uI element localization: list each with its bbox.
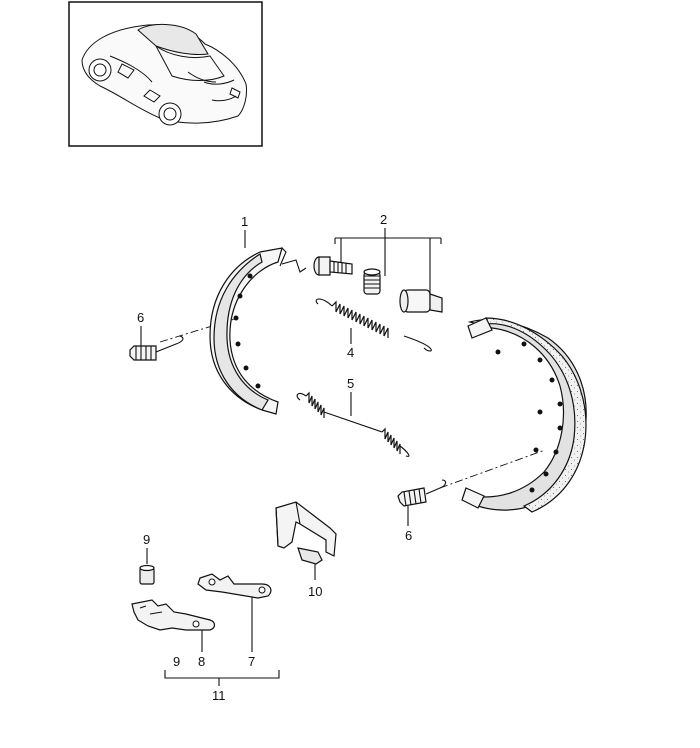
adjuster-assembly xyxy=(313,256,443,313)
alignment-line-right xyxy=(439,449,546,489)
callout-7: 7 xyxy=(248,654,255,669)
adjuster-sleeve xyxy=(399,289,443,313)
callout-6-right: 6 xyxy=(405,528,412,543)
callout-4: 4 xyxy=(347,345,354,360)
hold-down-spring-right xyxy=(397,479,447,507)
adjuster-wheel xyxy=(363,268,381,295)
upper-spring xyxy=(315,298,432,352)
callout-labels: 1 2 4 5 6 6 9 10 9 8 7 11 xyxy=(137,212,412,703)
bracket-clip xyxy=(275,501,337,565)
lever xyxy=(131,599,216,631)
vehicle-thumbnail xyxy=(68,1,263,147)
callout-9-top: 9 xyxy=(143,532,150,547)
car-illustration xyxy=(81,23,247,126)
callout-2: 2 xyxy=(380,212,387,227)
brake-shoe-right xyxy=(461,317,587,513)
bracket-11 xyxy=(164,670,280,679)
callout-1: 1 xyxy=(241,214,248,229)
pin xyxy=(139,564,155,585)
callout-5: 5 xyxy=(347,376,354,391)
lower-spring xyxy=(296,391,410,457)
plate xyxy=(197,573,272,599)
callout-8: 8 xyxy=(198,654,205,669)
callout-10: 10 xyxy=(308,584,322,599)
bracket-2-ends xyxy=(334,238,442,244)
adjuster-bolt xyxy=(313,256,353,276)
callout-9-bottom: 9 xyxy=(173,654,180,669)
hold-down-spring-left xyxy=(129,335,184,361)
callout-6-left: 6 xyxy=(137,310,144,325)
callout-11: 11 xyxy=(212,688,226,703)
brake-shoe-left xyxy=(209,247,307,415)
